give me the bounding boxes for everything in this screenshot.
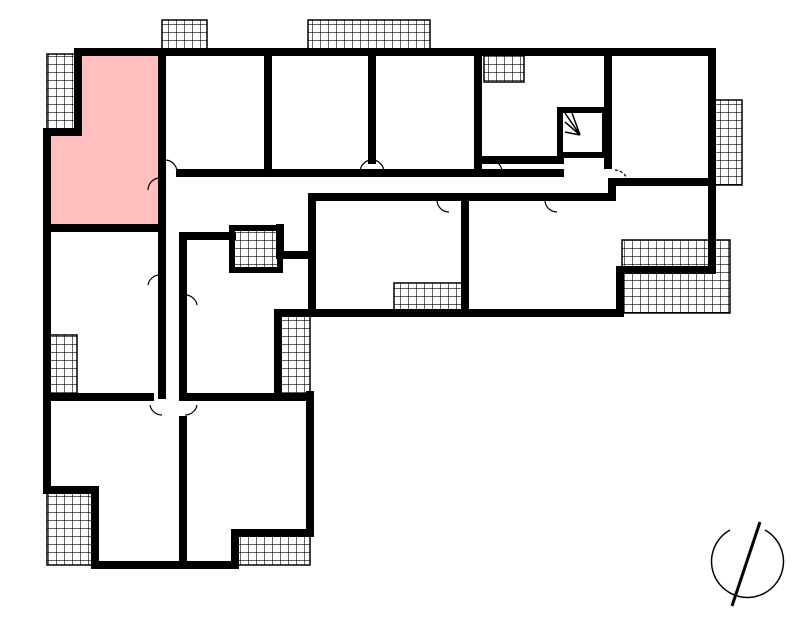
balcony xyxy=(46,53,78,131)
balcony xyxy=(307,19,431,53)
walls xyxy=(43,48,716,569)
balcony xyxy=(279,314,311,396)
balcony xyxy=(393,282,463,314)
balcony xyxy=(483,53,525,83)
doors xyxy=(147,159,629,416)
north-arrow-icon xyxy=(710,521,785,607)
balcony xyxy=(161,19,208,53)
balcony xyxy=(713,99,743,186)
balcony xyxy=(46,489,96,566)
spiral-stair-icon xyxy=(229,107,608,273)
balconies xyxy=(46,19,743,566)
balcony xyxy=(46,334,78,396)
balcony xyxy=(234,534,311,566)
highlighted-apartment[interactable] xyxy=(50,55,160,226)
